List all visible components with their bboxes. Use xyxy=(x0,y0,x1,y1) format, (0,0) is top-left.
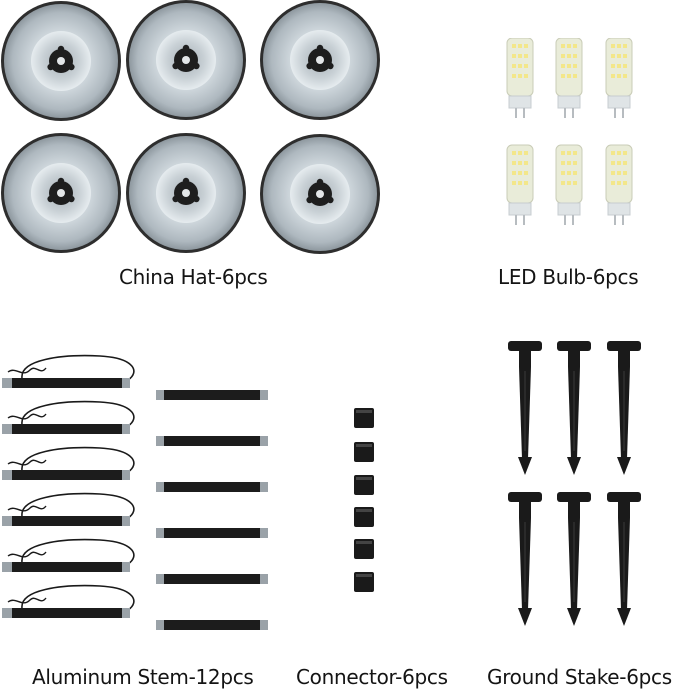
connector-group xyxy=(354,408,374,592)
caption-china-hat: China Hat-6pcs xyxy=(119,265,268,289)
caption-led-bulb: LED Bulb-6pcs xyxy=(498,265,639,289)
caption-aluminum-stem: Aluminum Stem-12pcs xyxy=(32,665,254,689)
ground-stake-group xyxy=(507,340,642,627)
china-hat-group xyxy=(1,0,380,254)
aluminum-stem-group xyxy=(1,354,268,630)
caption-connector: Connector-6pcs xyxy=(296,665,448,689)
led-bulb-group xyxy=(506,38,633,226)
caption-ground-stake: Ground Stake-6pcs xyxy=(487,665,672,689)
